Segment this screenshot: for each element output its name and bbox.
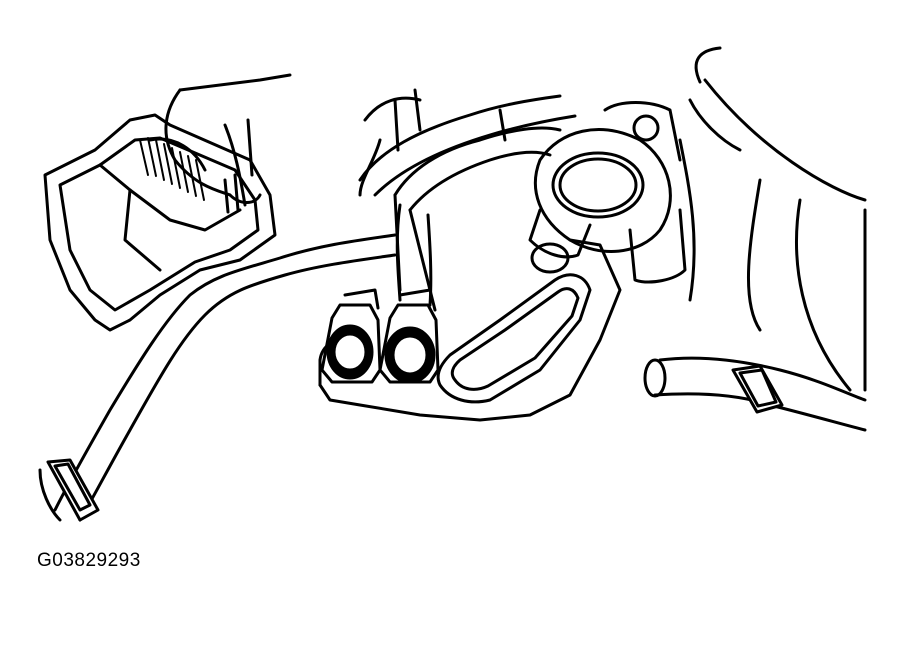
hose-clip-left bbox=[320, 288, 382, 384]
hand bbox=[164, 73, 292, 214]
electrical-connector bbox=[43, 113, 277, 332]
fuel-pipes bbox=[358, 88, 577, 307]
right-hose bbox=[643, 356, 867, 432]
engine-housing bbox=[678, 46, 867, 392]
water-outlet bbox=[528, 101, 687, 284]
figure-code: G03829293 bbox=[37, 550, 141, 571]
bracket-plate bbox=[318, 238, 622, 422]
wire-harness bbox=[38, 233, 397, 522]
hose-clip-right bbox=[378, 288, 440, 384]
